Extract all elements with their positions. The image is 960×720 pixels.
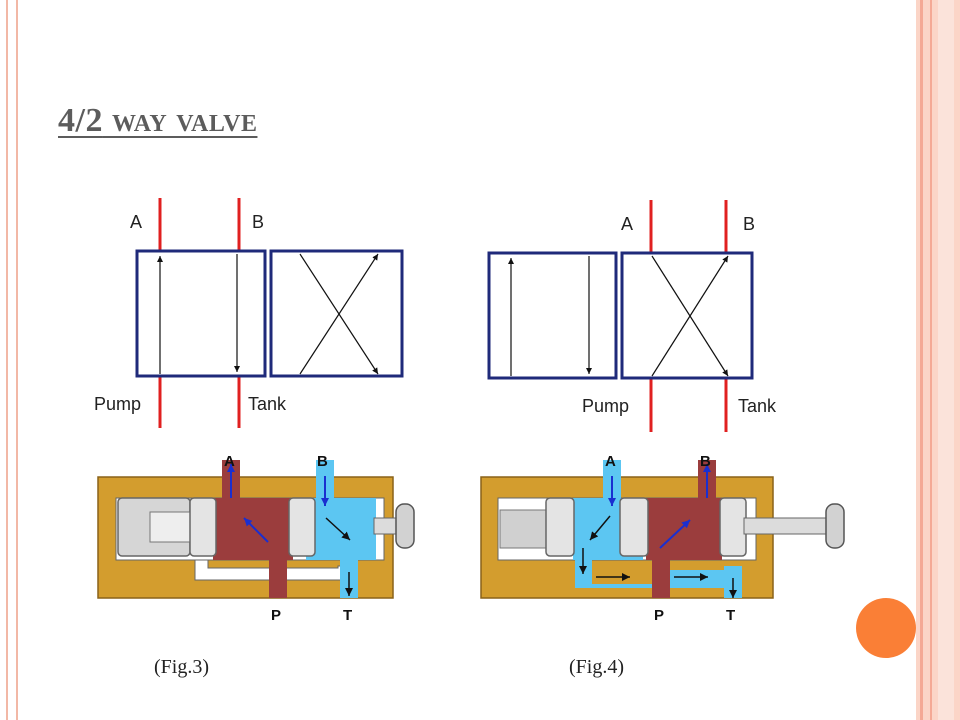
fig3-label-pump: Pump [94, 394, 141, 414]
fig3-section-label-b: B [317, 453, 328, 470]
fig4-spool-land-2 [619, 497, 649, 557]
fig4-section-label-b: B [700, 453, 711, 470]
fig3-box-crossed [269, 249, 404, 378]
fig4-label-tank: Tank [738, 396, 777, 416]
fig3-spool-land-2 [288, 497, 316, 557]
fig3-spool-end-recess [149, 511, 191, 543]
fig4-arrow-p-in [659, 519, 691, 549]
fig4-spool-end-recess [499, 509, 549, 549]
fig3-section-label-t: T [343, 607, 352, 624]
fig3-symbol: A B Pump Tank [94, 198, 404, 428]
fig4-box-straight [487, 251, 618, 380]
fig3-arrow-p-in [243, 517, 269, 543]
fig4-section-label-a: A [605, 453, 616, 470]
decorative-orange-dot [856, 598, 916, 658]
fig4-cross-arrow-2 [651, 255, 729, 377]
fig3-caption: (Fig.3) [154, 656, 209, 678]
fig3-spool-land-1 [189, 497, 217, 557]
fig4-section-label-t: T [726, 607, 735, 624]
fig3-label-tank: Tank [248, 394, 287, 414]
fig4-pressure-chamber [646, 498, 722, 560]
fig3-pressure-chamber [213, 498, 293, 560]
fig3-section-label-a: A [224, 453, 235, 470]
title-rest: way valve [102, 102, 258, 139]
fig3-label-b: B [252, 212, 264, 232]
fig3-box-straight [135, 249, 267, 378]
fig4-label-b: B [743, 214, 755, 234]
fig4-cross-section: A B P T [480, 453, 845, 624]
fig4-spool-knob [825, 503, 845, 549]
fig4-box-crossed [620, 251, 754, 380]
fig3-port-p-channel [269, 556, 287, 598]
fig3-cross-section: A B P T [97, 453, 415, 624]
fig3-cross-arrow-2 [299, 253, 379, 375]
fig4-label-a: A [621, 214, 633, 234]
fig3-arrow-return [325, 517, 351, 541]
right-frame-border [916, 0, 960, 720]
fig4-symbol: A B Pump Tank [487, 200, 777, 432]
fig4-spool-land-3 [719, 497, 747, 557]
fig3-spool-knob [395, 503, 415, 549]
fig4-label-pump: Pump [582, 396, 629, 416]
fig4-arrow-return-down [589, 515, 611, 541]
fig3-return-chamber [306, 498, 376, 560]
fig3-section-label-p: P [271, 607, 281, 624]
title-main: 4/2 [58, 102, 103, 139]
fig3-label-a: A [130, 212, 142, 232]
fig4-caption: (Fig.4) [569, 656, 624, 678]
fig4-port-p-channel [652, 556, 670, 598]
fig4-spool-land-1 [545, 497, 575, 557]
fig4-section-label-p: P [654, 607, 664, 624]
left-frame-border [6, 0, 18, 720]
slide-title: 4/2 way valve [58, 102, 257, 140]
fig4-spool-rod [743, 517, 831, 535]
